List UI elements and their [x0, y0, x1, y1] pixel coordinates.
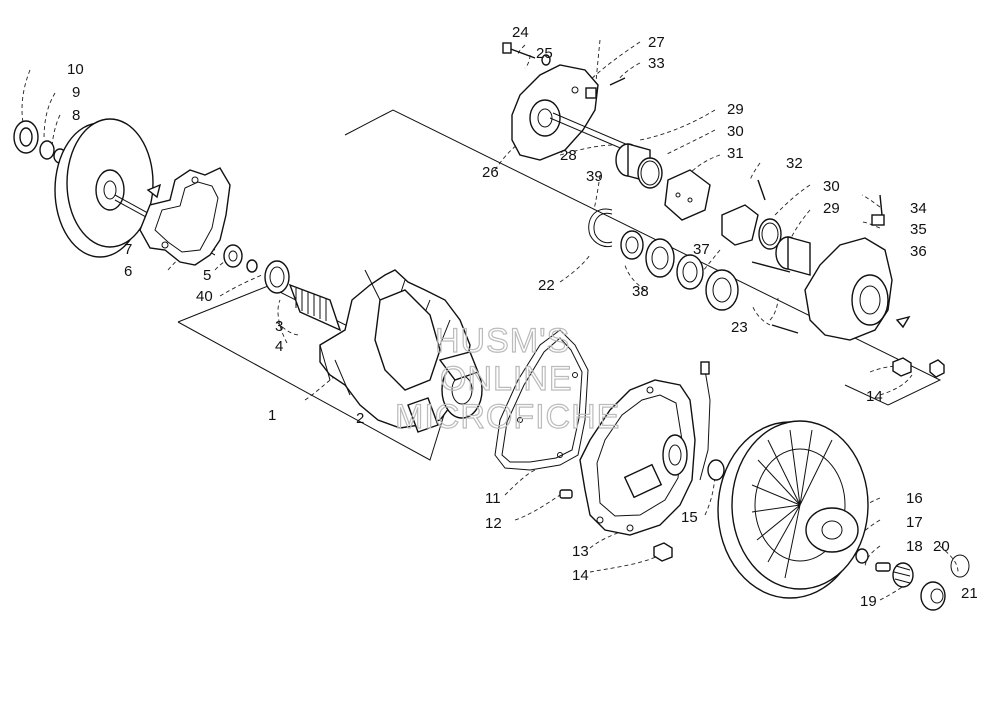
piston-part-29-upper: [615, 143, 651, 183]
callout-2: 2: [356, 410, 364, 427]
callout-15: 15: [681, 509, 698, 526]
cover-plate-part-6: [139, 167, 231, 266]
callout-20: 20: [933, 538, 950, 555]
bushing-part-4: [264, 260, 290, 294]
callout-36: 36: [910, 243, 927, 260]
wire-part-15: [699, 361, 725, 481]
callout-34: 34: [910, 200, 927, 217]
callout-30-upper: 30: [727, 123, 744, 140]
bleeder-part-27: [585, 87, 597, 99]
callout-28: 28: [560, 147, 577, 164]
callout-24: 24: [512, 24, 529, 41]
callout-4: 4: [275, 338, 283, 355]
callout-14-lower: 14: [572, 567, 589, 584]
seal-part-38: [620, 230, 644, 260]
pin-part-32: [757, 179, 766, 201]
washer-part-40: [246, 259, 258, 273]
caliper-part-26: [511, 64, 599, 161]
callout-40: 40: [196, 288, 213, 305]
spring-part-19: [892, 562, 914, 588]
callout-22: 22: [538, 277, 555, 294]
callout-32: 32: [786, 155, 803, 172]
screw-part-33: [609, 77, 626, 86]
callout-37: 37: [693, 241, 710, 258]
callout-35: 35: [910, 221, 927, 238]
fitting-part-35: [871, 214, 885, 226]
retaining-ring-part-39: [588, 208, 613, 248]
callout-14-upper: 14: [866, 388, 883, 405]
callout-7: 7: [124, 241, 132, 258]
washer-part-9: [39, 140, 55, 160]
callout-17: 17: [906, 514, 923, 531]
callout-10: 10: [67, 61, 84, 78]
nut-part-14-lower: [653, 542, 673, 562]
callout-16: 16: [906, 490, 923, 507]
callout-38: 38: [632, 283, 649, 300]
piston-part-29-lower: [775, 236, 811, 276]
seal-part-30-upper: [637, 157, 663, 189]
callout-29-upper: 29: [727, 101, 744, 118]
caliper-housing-part-36: [804, 237, 911, 341]
callout-11: 11: [485, 490, 501, 507]
watermark: HUSM'S ONLINE MICROFICHE: [394, 321, 620, 436]
seal-part-30-lower: [758, 218, 782, 250]
cap-part-20: [950, 554, 970, 578]
nut-part-14-upper: [892, 357, 945, 378]
callout-5: 5: [203, 267, 211, 284]
callout-6: 6: [124, 263, 132, 280]
callout-12: 12: [485, 515, 502, 532]
spider-assembly-part-2: [319, 269, 483, 433]
callout-8: 8: [72, 107, 80, 124]
watermark-line-3: MICROFICHE: [395, 398, 620, 436]
nut-part-5: [223, 244, 243, 268]
threaded-shaft-part-3: [288, 283, 342, 332]
callout-18: 18: [906, 538, 923, 555]
callout-26: 26: [482, 164, 499, 181]
seal-ring-part-22-b: [676, 254, 704, 290]
seal-ring-part-22-c: [705, 269, 739, 311]
callout-1: 1: [268, 407, 276, 424]
callout-27: 27: [648, 34, 665, 51]
bolt-part-23: [751, 261, 799, 334]
callout-25: 25: [536, 45, 553, 62]
bleeder-part-34: [879, 194, 883, 216]
brake-pad-part-37: [721, 204, 759, 246]
callout-23: 23: [731, 319, 748, 336]
gasket-part-11: [494, 329, 589, 471]
bolt-part-18: [875, 562, 891, 572]
bolt-part-24: [502, 42, 536, 59]
callout-39: 39: [586, 168, 603, 185]
watermark-line-1: HUSM'S: [435, 322, 570, 360]
driven-sheave-part-16: [717, 420, 869, 599]
callout-33: 33: [648, 55, 665, 72]
callout-13: 13: [572, 543, 589, 560]
group-22-outline: [344, 109, 942, 406]
callout-21: 21: [961, 585, 978, 602]
callout-9: 9: [72, 84, 80, 101]
sheave-disc-part-7: [54, 118, 216, 258]
callout-labels: 10 9 8 7 6 5 40 3 4 1 2 11 12 13 14 15 1…: [67, 24, 978, 610]
callout-29-lower: 29: [823, 200, 840, 217]
callout-3: 3: [275, 318, 283, 335]
callout-19: 19: [860, 593, 877, 610]
brake-pad-part-31: [664, 169, 711, 221]
washer-part-25: [541, 54, 551, 66]
pin-part-28: [549, 112, 629, 151]
washer-part-17: [855, 548, 869, 564]
bolt-part-12: [559, 489, 573, 499]
cap-part-21: [920, 581, 946, 611]
watermark-line-2: ONLINE: [440, 360, 573, 398]
seal-ring-part-10: [13, 120, 39, 154]
gearcase-part-13: [579, 379, 696, 536]
seal-ring-part-22-a: [645, 238, 675, 278]
callout-31: 31: [727, 145, 744, 162]
callout-30-lower: 30: [823, 178, 840, 195]
